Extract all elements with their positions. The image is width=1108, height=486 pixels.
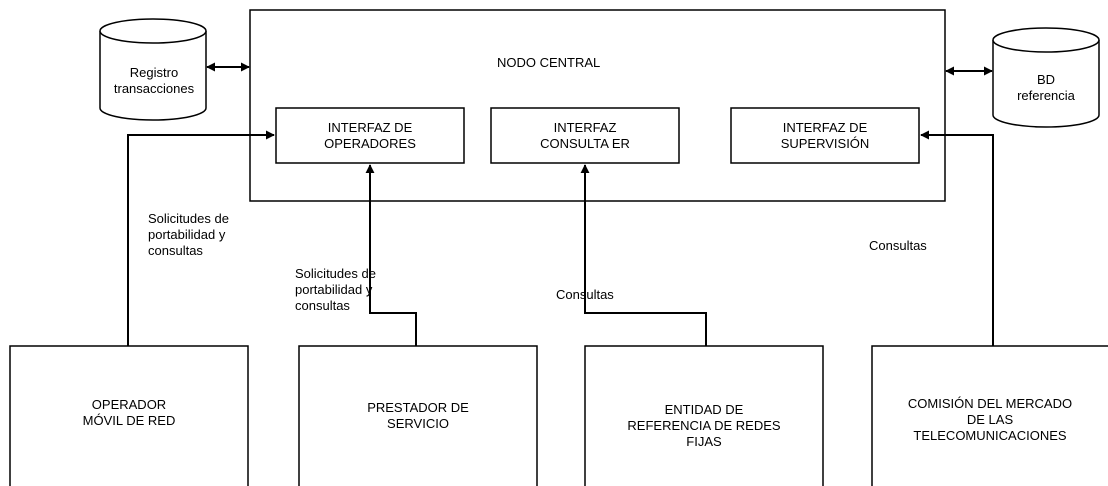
supervision-interface-box <box>730 107 920 164</box>
service-provider-flow-arrow <box>365 164 417 346</box>
fixed-network-flow-label: Consultas <box>556 287 614 302</box>
mobile-operator-flow-arrow <box>127 130 275 346</box>
cmt-box <box>871 345 1108 486</box>
fixed-network-entity-box <box>584 345 824 486</box>
reference-database-icon <box>992 27 1100 128</box>
mobile-operator-label: OPERADOR MÓVIL DE RED <box>82 397 176 428</box>
fixed-network-entity-label: ENTIDAD DE REFERENCIA DE REDES FIJAS <box>627 402 781 449</box>
fixed-network-flow-arrow <box>580 164 707 346</box>
registry-database-icon <box>99 18 207 121</box>
service-provider-flow-label: Solicitudes de portabilidad y consultas <box>295 266 376 313</box>
central-node-title: NODO CENTRAL <box>497 55 601 70</box>
registry-database-label: Registro transacciones <box>113 65 195 96</box>
cmt-flow-arrow <box>920 130 994 346</box>
cmt-label: COMISIÓN DEL MERCADO DE LAS TELECOMUNICA… <box>907 396 1073 443</box>
operators-interface-label: INTERFAZ DE OPERADORES <box>324 120 416 151</box>
service-provider-label: PRESTADOR DE SERVICIO <box>367 400 469 431</box>
reference-database-label: BD referencia <box>1017 72 1075 103</box>
query-er-interface-label: INTERFAZ CONSULTA ER <box>540 120 630 151</box>
service-provider-box <box>298 345 538 486</box>
mobile-operator-flow-label: Solicitudes de portabilidad y consultas <box>148 211 229 258</box>
supervision-interface-label: INTERFAZ DE SUPERVISIÓN <box>780 120 870 151</box>
cmt-flow-label: Consultas <box>869 238 927 253</box>
operators-interface-box <box>275 107 465 164</box>
query-er-interface-box <box>490 107 680 164</box>
central-node-box <box>249 9 946 202</box>
